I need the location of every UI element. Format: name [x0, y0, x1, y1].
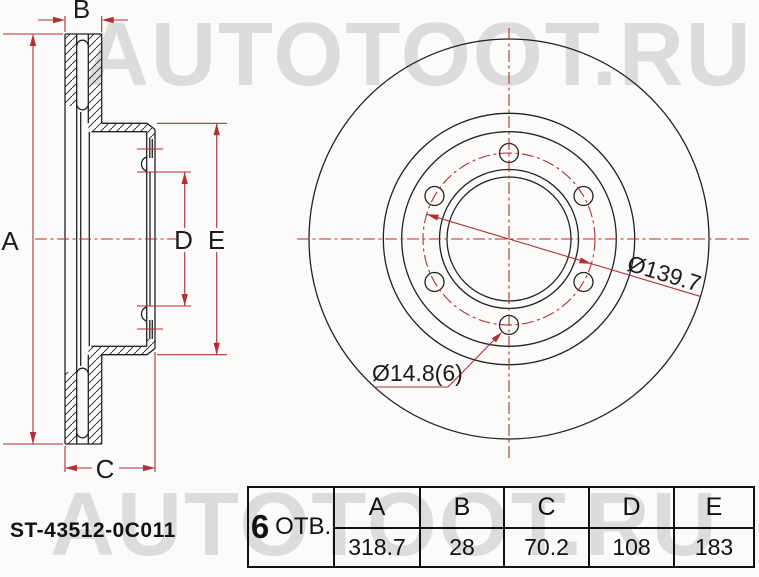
- dim-label-c: C: [96, 454, 115, 482]
- col-header-b: B: [419, 488, 503, 527]
- col-header-c: C: [503, 488, 588, 527]
- watermark-bottom: AUTOTOOT.RU: [50, 475, 719, 575]
- col-header-a: A: [333, 488, 419, 527]
- hole-leader-line: [373, 338, 496, 388]
- value-e: 183: [673, 527, 753, 566]
- brake-disc-technical-drawing: A B C D E Ø139.7 Ø: [1, 0, 750, 482]
- front-centerlines: [297, 28, 750, 461]
- part-number: ST-43512-0C011: [10, 519, 176, 542]
- dim-label-a: A: [1, 226, 19, 256]
- section-dimension-arrows: [29, 16, 220, 472]
- value-d: 108: [588, 527, 673, 566]
- dim-label-b: B: [73, 0, 90, 24]
- front-dimension-arrows: [426, 214, 592, 343]
- holes-unit: ОТВ.: [275, 513, 332, 540]
- section-view: A B C D E: [1, 0, 227, 482]
- hole-diameter-label: Ø14.8(6): [372, 360, 463, 386]
- spec-table: 6 ОТВ. A B C D E 318.7 28 70.2 108 183: [247, 486, 755, 568]
- col-header-e: E: [673, 488, 753, 527]
- front-view: Ø139.7 Ø14.8(6): [297, 28, 750, 461]
- bolt-circle-dimension-line: [426, 213, 701, 297]
- col-header-d: D: [588, 488, 673, 527]
- value-a: 318.7: [333, 527, 419, 566]
- holes-count-cell: 6 ОТВ.: [249, 488, 333, 566]
- holes-count: 6: [250, 508, 270, 545]
- value-b: 28: [419, 527, 503, 566]
- dim-label-d: D: [174, 225, 193, 255]
- dim-label-e: E: [208, 225, 225, 255]
- section-dimension-lines: [3, 16, 227, 472]
- bolt-circle-diameter-label: Ø139.7: [624, 250, 704, 297]
- value-c: 70.2: [503, 527, 588, 566]
